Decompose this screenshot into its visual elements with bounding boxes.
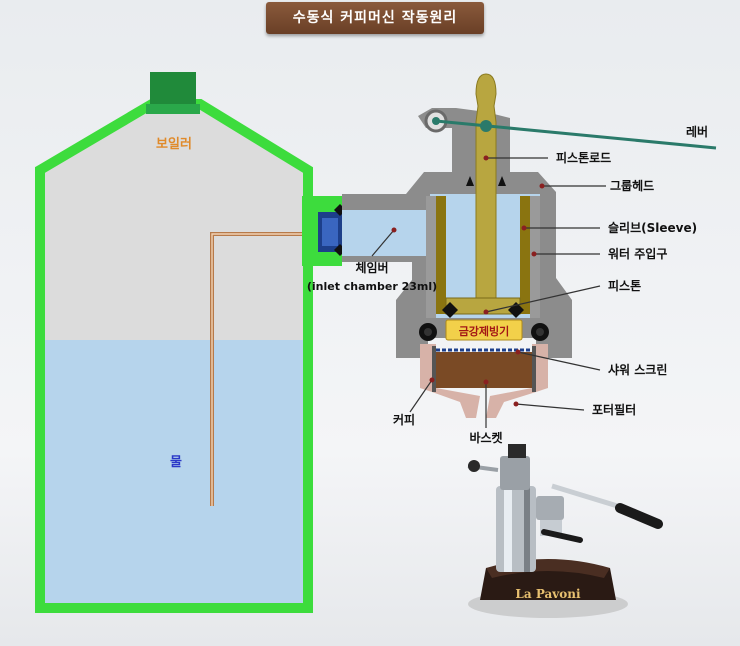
- la-pavoni-machine-illustration: [467, 444, 663, 618]
- label-group-head: 그룹헤드: [610, 178, 654, 193]
- label-portafilter: 포터필터: [592, 402, 636, 417]
- leader-dots: [391, 155, 545, 407]
- label-shower-screen: 샤워 스크린: [608, 362, 667, 377]
- label-brand: La Pavoni: [515, 587, 581, 601]
- inlet-connection: [302, 196, 346, 266]
- label-boiler: 보일러: [156, 136, 192, 152]
- label-basket: 바스켓: [469, 430, 502, 445]
- lever-arm: [435, 119, 717, 150]
- piston: [419, 297, 549, 341]
- label-chamber: 체임버: [355, 260, 388, 275]
- label-sleeve: 슬리브(Sleeve): [608, 220, 697, 235]
- boiler-water: [40, 340, 308, 608]
- diagram-title: 수동식 커피머신 작동원리: [266, 2, 484, 34]
- label-water: 물: [170, 455, 182, 470]
- label-water-inlet: 워터 주입구: [608, 246, 667, 261]
- piston-rod: [466, 73, 506, 301]
- boiler: [35, 72, 330, 613]
- label-gasket: 금강제빙기: [459, 324, 510, 338]
- sleeve-left: [436, 196, 446, 314]
- gasket-plate: [445, 319, 523, 341]
- label-lever: 레버: [686, 124, 708, 139]
- label-piston-rod: 피스톤로드: [556, 150, 611, 165]
- leader-lines: [371, 157, 606, 428]
- label-piston: 피스톤: [608, 278, 641, 293]
- sleeve-right: [520, 196, 530, 314]
- label-chamber-sub: (inlet chamber 23ml): [307, 280, 437, 293]
- label-coffee: 커피: [393, 412, 415, 427]
